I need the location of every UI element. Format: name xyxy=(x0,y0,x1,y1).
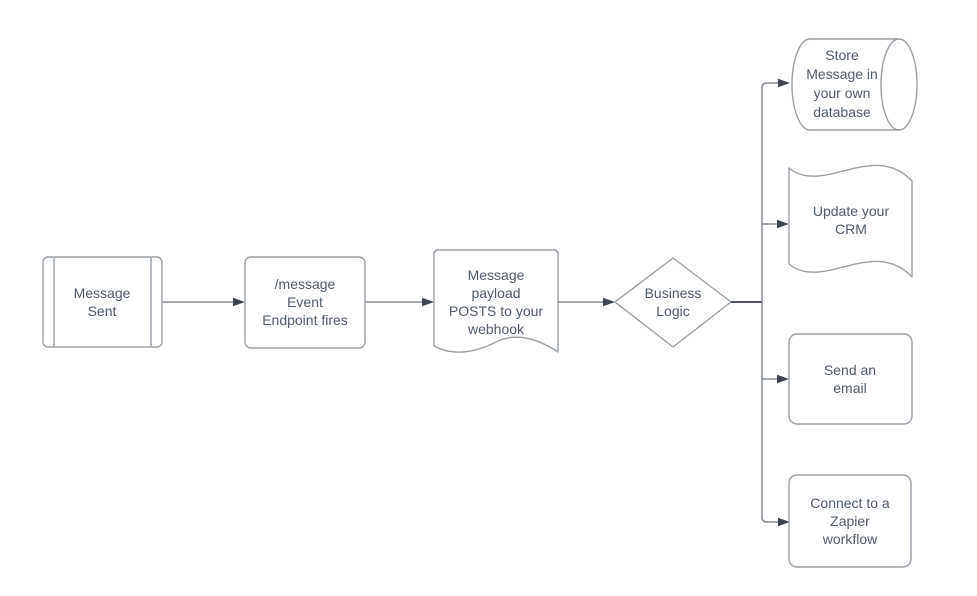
update-crm-tape-shape xyxy=(788,164,913,278)
connector-endpoint-to-payload xyxy=(365,297,434,307)
connector-branch-update-crm xyxy=(762,219,789,229)
connector-message-sent-to-endpoint xyxy=(162,297,245,307)
business-logic-diamond-shape xyxy=(614,257,732,348)
send-email-shape xyxy=(788,333,913,425)
endpoint-shape xyxy=(244,256,366,349)
connector-payload-to-business-logic xyxy=(558,297,615,307)
payload-document-shape xyxy=(433,249,559,353)
connector-branch-send-email xyxy=(762,374,789,384)
store-db-cylinder-shape xyxy=(791,38,918,131)
message-sent-shape xyxy=(42,256,163,348)
connector-branch-trunk xyxy=(761,78,790,527)
zapier-shape xyxy=(788,474,912,568)
